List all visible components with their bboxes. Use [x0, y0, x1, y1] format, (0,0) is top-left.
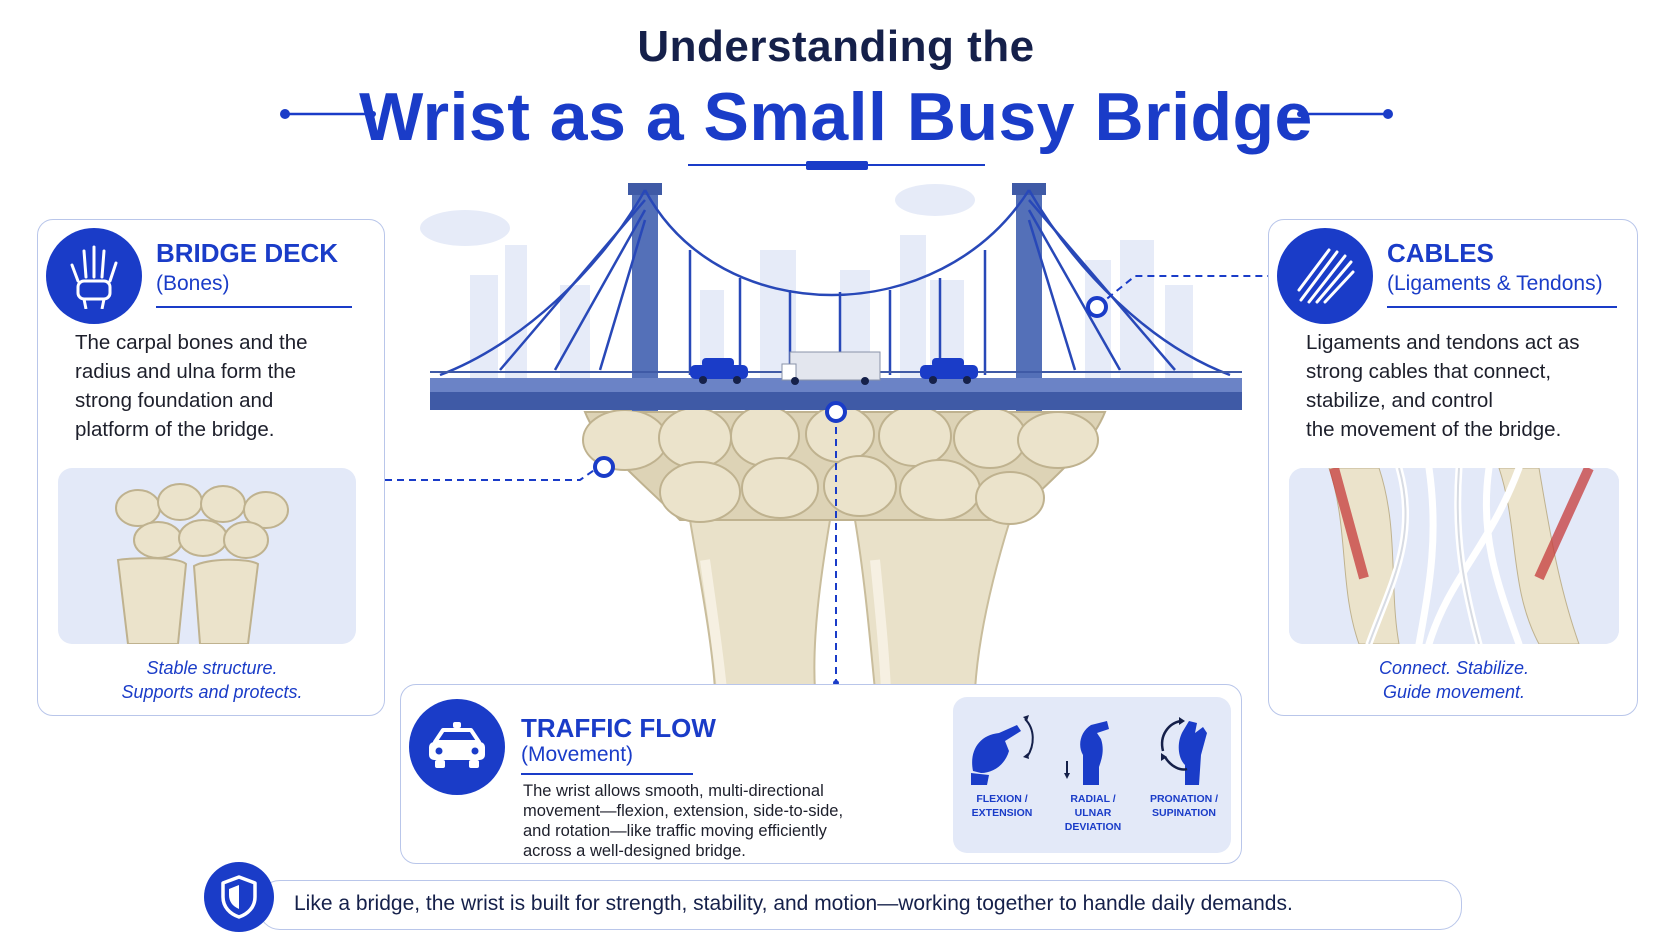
movement-pronation-supination: PRONATION / SUPINATION — [1141, 711, 1227, 820]
vehicles — [690, 351, 978, 385]
traffic-flow-title: TRAFFIC FLOW — [521, 713, 716, 743]
movement-label-1: FLEXION / EXTENSION — [971, 793, 1033, 819]
traffic-flow-card: TRAFFIC FLOW (Movement) The wrist allows… — [400, 684, 1242, 864]
cables-icon — [1277, 228, 1373, 324]
connector-lines — [385, 275, 1272, 683]
cables-title: CABLES — [1387, 238, 1494, 268]
bridge-deck-card: BRIDGE DECK (Bones) The carpal bones and… — [37, 219, 385, 716]
carpal-bones — [582, 405, 1107, 525]
bridge-deck-title: BRIDGE DECK — [156, 238, 339, 268]
title-decoration — [280, 109, 1393, 170]
connector-markers — [593, 296, 1108, 478]
cables-body: Ligaments and tendons act as strong cabl… — [1306, 331, 1580, 441]
car-icon — [409, 699, 505, 795]
bridge-deck-caption: Stable structure. Supports and protects. — [121, 658, 303, 702]
movement-types-panel: FLEXION / EXTENSION RADIAL / ULNAR DEVIA… — [953, 697, 1231, 853]
radial-ulnar-deviation-icon — [1064, 721, 1109, 785]
shield-icon — [204, 862, 274, 932]
footer-text: Like a bridge, the wrist is built for st… — [294, 892, 1293, 915]
traffic-flow-subtitle: (Movement) — [521, 743, 634, 766]
cables-caption: Connect. Stabilize. Guide movement. — [1378, 658, 1530, 702]
hand-bones-icon — [46, 228, 142, 324]
title-line-2: Wrist as a Small Busy Bridge — [359, 79, 1313, 155]
flexion-extension-icon — [971, 715, 1034, 785]
bridge-cables — [439, 189, 1231, 377]
cables-rule — [1387, 306, 1617, 308]
traffic-flow-body: The wrist allows smooth, multi-direction… — [523, 782, 844, 860]
wrist-bones-image — [58, 468, 356, 644]
ligaments-tendons-image — [1289, 468, 1619, 644]
title-line-1: Understanding the — [637, 22, 1035, 71]
bridge-deck-rule — [156, 306, 352, 308]
cables-subtitle: (Ligaments & Tendons) — [1387, 272, 1603, 295]
bridge-deck-body: The carpal bones and the radius and ulna… — [75, 331, 308, 441]
movement-radial-ulnar: RADIAL / ULNAR DEVIATION — [1047, 711, 1139, 834]
movement-label-2: RADIAL / ULNAR DEVIATION — [1064, 793, 1122, 833]
pronation-supination-icon — [1160, 717, 1207, 785]
cables-card: CABLES (Ligaments & Tendons) Ligaments a… — [1268, 219, 1638, 716]
bridge-deck-subtitle: (Bones) — [156, 272, 230, 295]
movement-flexion-extension: FLEXION / EXTENSION — [959, 711, 1045, 820]
forearm-bones — [688, 519, 1012, 691]
movement-label-3: PRONATION / SUPINATION — [1149, 793, 1219, 819]
traffic-flow-rule — [521, 773, 693, 775]
